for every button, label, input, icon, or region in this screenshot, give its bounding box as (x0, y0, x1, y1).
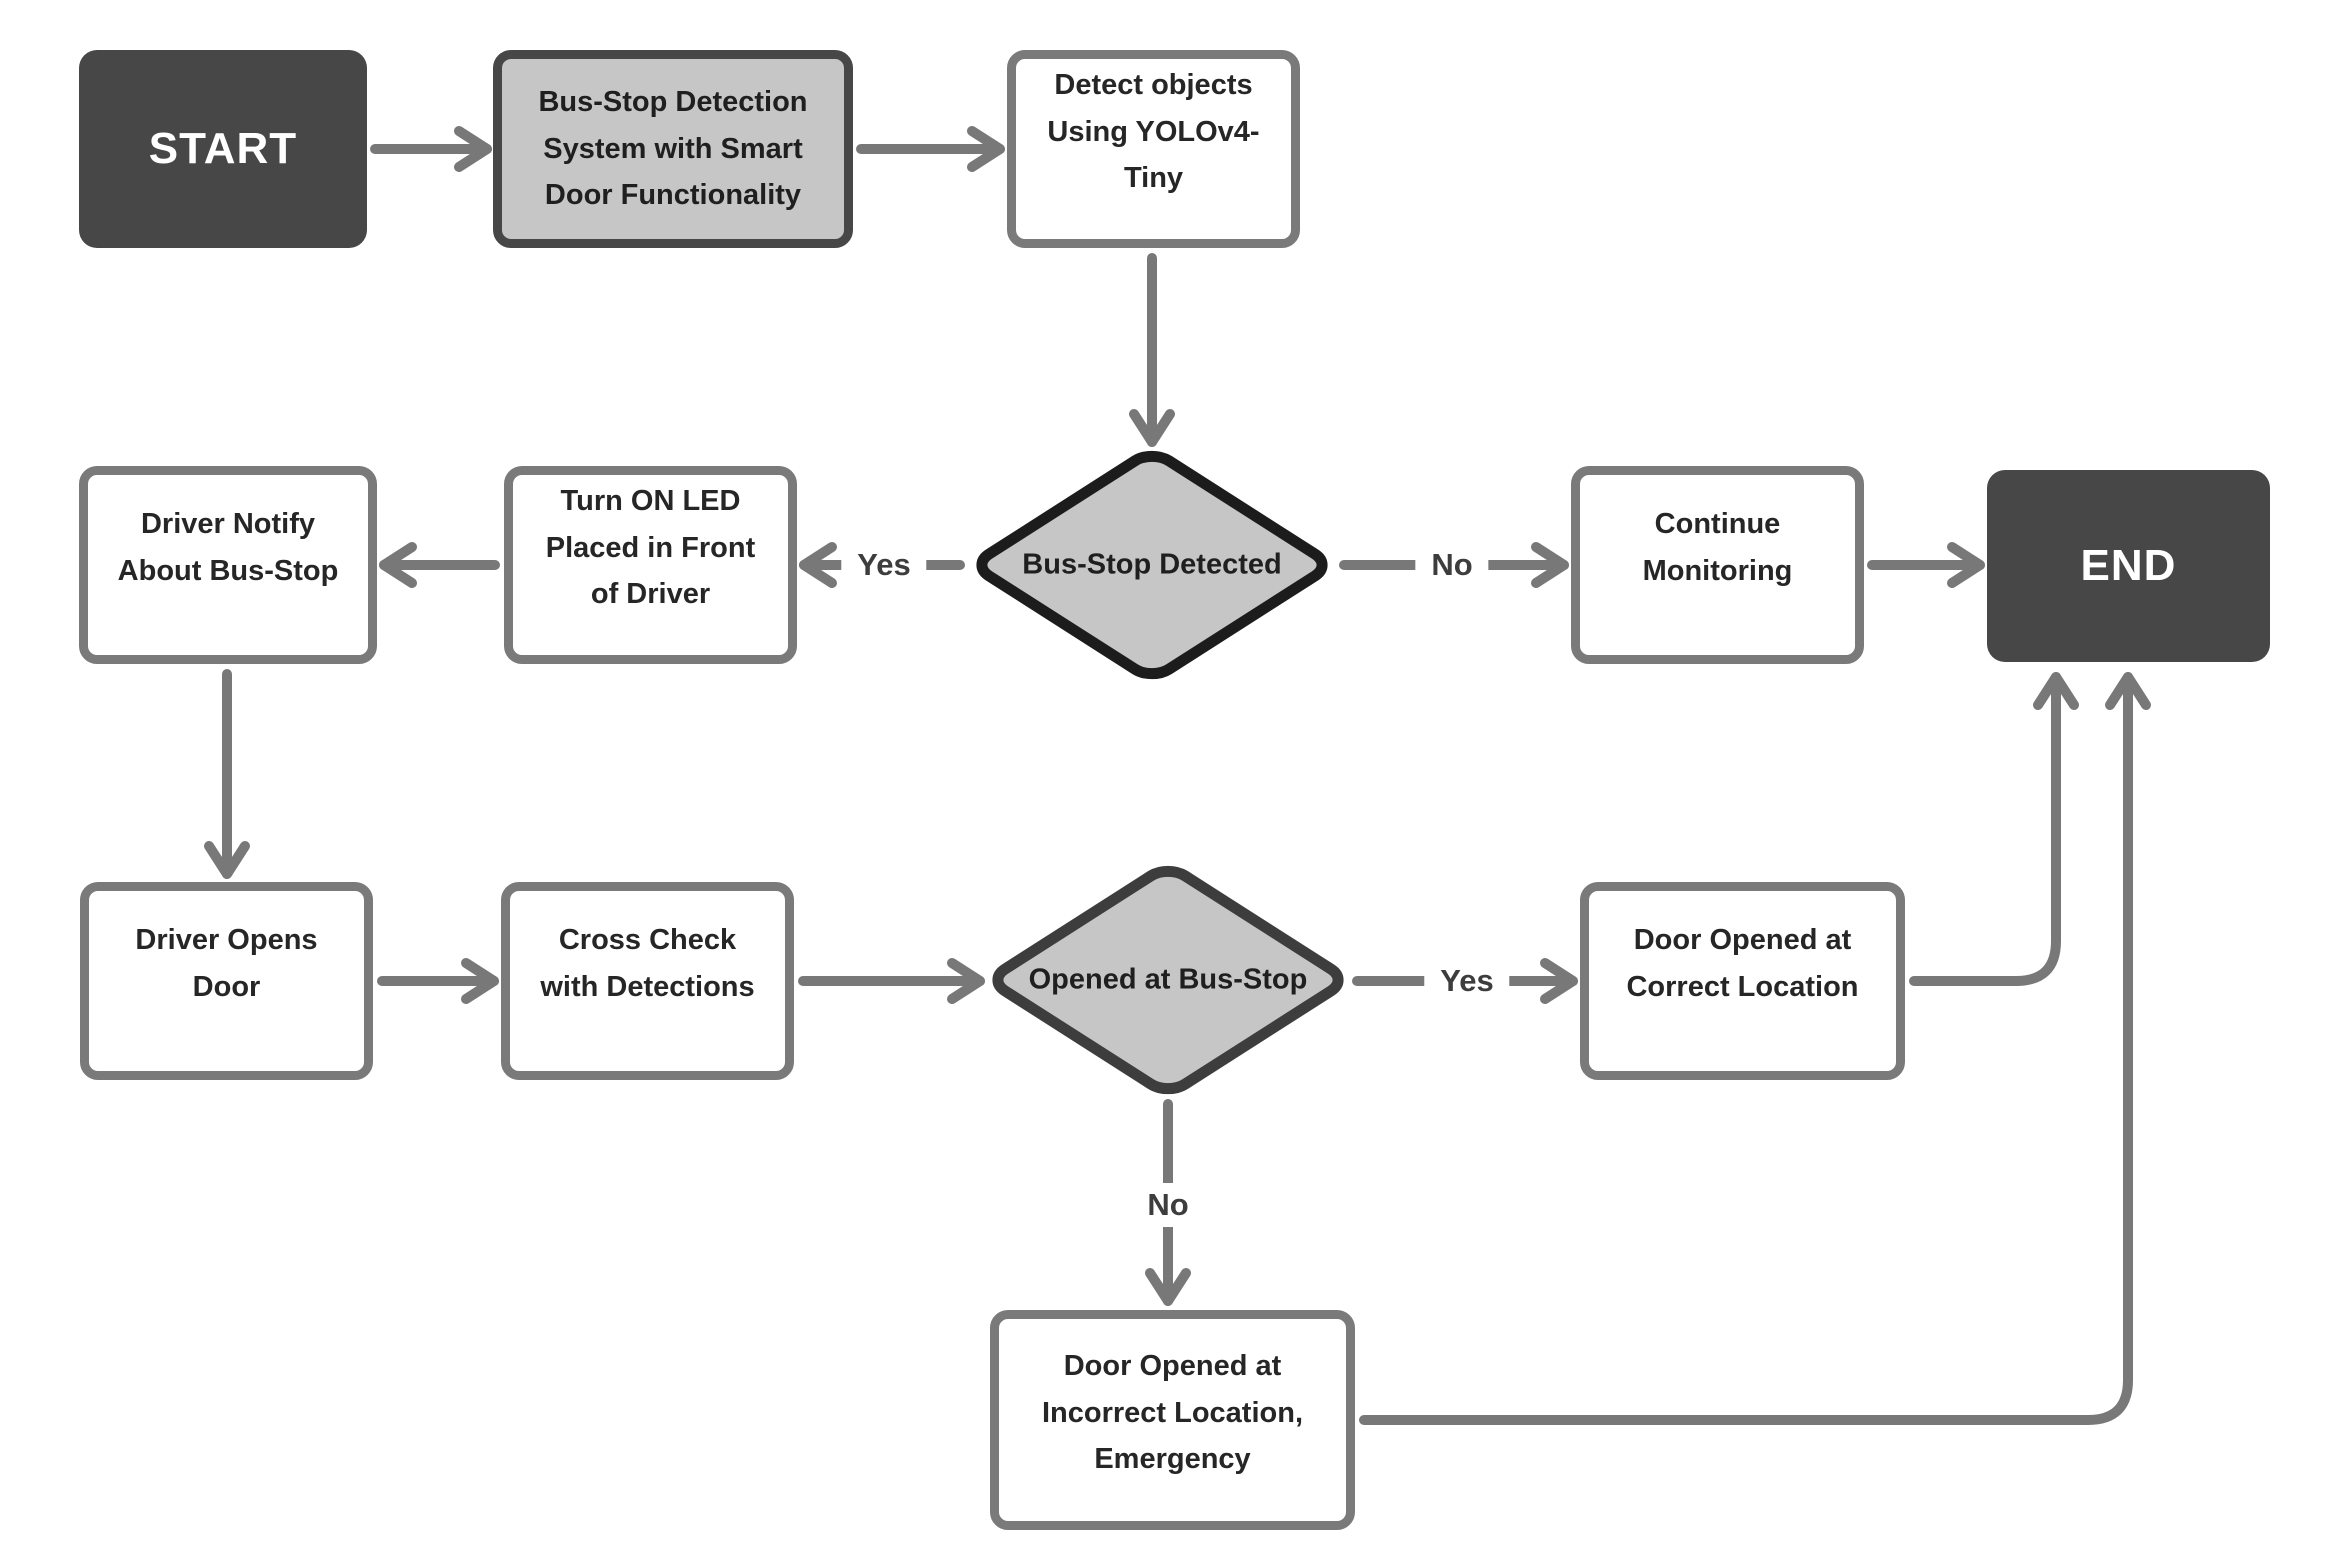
node-end-label: END (2080, 541, 2177, 590)
node-driver-opens-door: Driver Opens Door (80, 882, 373, 1080)
node-turn-on-led-label: Turn ON LED Placed in Front of Driver (545, 484, 756, 611)
decision-opened-at-bus-stop (988, 865, 1348, 1095)
edge-label-no-busstop: No (1415, 543, 1489, 587)
edge-label-no-opened: No (1131, 1183, 1205, 1227)
node-cross-check: Cross Check with Detections (501, 882, 794, 1080)
node-end: END (1987, 470, 2270, 662)
node-door-opened-incorrect: Door Opened at Incorrect Location, Emerg… (990, 1310, 1355, 1530)
node-start-label: START (148, 124, 298, 173)
edge-label-yes-opened: Yes (1424, 959, 1510, 1003)
node-detect-label: Detect objects Using YOLOv4-Tiny (1047, 68, 1260, 195)
node-cross-check-label: Cross Check with Detections (540, 924, 755, 1003)
node-detect-objects-yolov4: Detect objects Using YOLOv4-Tiny (1007, 50, 1300, 248)
label-opened-at-bus-stop: Opened at Bus-Stop (1028, 963, 1308, 996)
node-turn-on-led: Turn ON LED Placed in Front of Driver (504, 466, 797, 664)
node-continue-monitoring: Continue Monitoring (1571, 466, 1864, 664)
node-driver-opens-door-label: Driver Opens Door (135, 924, 318, 1003)
decision-bus-stop-detected (972, 450, 1332, 680)
edge-incorrect-to-end (1359, 672, 2151, 1425)
node-system-label: Bus-Stop Detection System with Smart Doo… (538, 85, 808, 212)
node-door-opened-correct: Door Opened at Correct Location (1580, 882, 1905, 1080)
node-bus-stop-detection-system: Bus-Stop Detection System with Smart Doo… (493, 50, 853, 248)
edge-label-yes-busstop: Yes (841, 543, 927, 587)
node-door-opened-correct-label: Door Opened at Correct Location (1626, 924, 1859, 1003)
node-driver-notify-label: Driver Notify About Bus-Stop (117, 508, 339, 587)
node-door-opened-incorrect-label: Door Opened at Incorrect Location, Emerg… (1041, 1349, 1304, 1476)
node-continue-monitoring-label: Continue Monitoring (1642, 508, 1793, 587)
node-driver-notify: Driver Notify About Bus-Stop (79, 466, 377, 664)
label-bus-stop-detected: Bus-Stop Detected (1022, 548, 1282, 581)
edge-correct-to-end (1909, 672, 2079, 986)
node-start: START (79, 50, 367, 248)
